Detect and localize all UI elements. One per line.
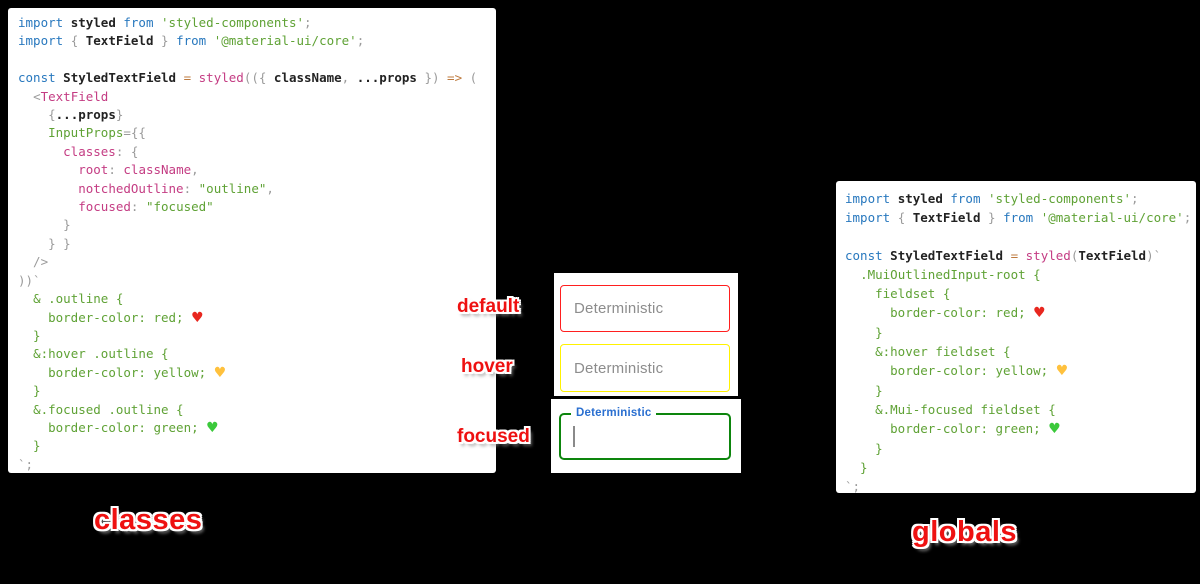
- code-line: classes: {: [63, 143, 139, 159]
- code-line: }: [18, 217, 71, 233]
- heart-icon: ♥: [206, 419, 219, 436]
- code-line: {...props}: [48, 107, 124, 123]
- caption-classes: classes: [94, 504, 203, 536]
- code-panel-classes: import styled from 'styled-components'; i…: [8, 8, 496, 473]
- code-line: import { TextField } from '@material-ui/…: [18, 33, 365, 49]
- code-line: <TextField: [33, 88, 109, 104]
- textfield-demo-card-bottom: Deterministic: [551, 399, 741, 473]
- code-line: const StyledTextField = styled(TextField…: [845, 248, 1162, 263]
- code-line: `;: [845, 479, 861, 494]
- code-line: />: [18, 254, 49, 270]
- code-line: border-color: red; ♥: [890, 305, 1046, 321]
- code-line: focused: "focused": [78, 199, 214, 215]
- code-line: &.Mui-focused fieldset {: [875, 402, 1056, 417]
- code-line: &.focused .outline {: [33, 401, 184, 417]
- heart-icon: ♥: [213, 364, 227, 381]
- code-line: fieldset {: [875, 286, 951, 301]
- textfield-floating-label: Deterministic: [571, 407, 657, 419]
- textfield-default[interactable]: Deterministic: [560, 285, 730, 332]
- caption-globals: globals: [912, 516, 1018, 548]
- code-line: import { TextField } from '@material-ui/…: [845, 210, 1192, 225]
- code-line: } }: [18, 235, 71, 251]
- code-line: & .outline {: [33, 291, 124, 307]
- code-line: }: [845, 325, 883, 340]
- code-line: border-color: green; ♥: [890, 421, 1061, 437]
- textfield-focused[interactable]: Deterministic: [559, 407, 731, 460]
- code-line: .MuiOutlinedInput-root {: [860, 267, 1041, 282]
- code-line: }: [845, 441, 883, 456]
- text-caret: [573, 426, 575, 447]
- code-line: notchedOutline: "outline",: [78, 180, 274, 196]
- code-line: [845, 227, 1196, 246]
- code-line: border-color: green; ♥: [48, 419, 219, 436]
- code-line: InputProps={{: [48, 125, 146, 141]
- code-line: }: [845, 460, 868, 475]
- code-line: &:hover fieldset {: [875, 344, 1011, 359]
- code-line: [18, 51, 496, 69]
- state-label-hover: hover: [461, 356, 513, 377]
- code-panel-globals: import styled from 'styled-components'; i…: [836, 181, 1196, 494]
- heart-icon: ♥: [1033, 305, 1046, 321]
- code-line: import styled from 'styled-components';: [845, 191, 1139, 206]
- code-line: }: [845, 383, 883, 398]
- heart-icon: ♥: [191, 309, 204, 326]
- code-line: border-color: yellow; ♥: [48, 364, 227, 381]
- code-line: }: [18, 327, 41, 343]
- textfield-demo-card-top: Deterministic Deterministic: [554, 273, 738, 396]
- textfield-placeholder: Deterministic: [574, 300, 664, 317]
- textfield-placeholder: Deterministic: [574, 359, 664, 377]
- code-line: &:hover .outline {: [33, 346, 169, 362]
- code-line: }: [18, 383, 41, 399]
- code-line: const StyledTextField = styled(({ classN…: [18, 70, 478, 86]
- code-line: border-color: yellow; ♥: [890, 363, 1069, 379]
- code-line: ))`: [18, 272, 41, 288]
- state-label-focused: focused: [457, 426, 530, 447]
- heart-icon: ♥: [1048, 421, 1061, 437]
- code-line: border-color: red; ♥: [48, 309, 204, 326]
- textfield-hover[interactable]: Deterministic: [560, 344, 730, 392]
- code-line: root: className,: [78, 162, 199, 178]
- code-line: `;: [18, 456, 34, 472]
- code-line: import styled from 'styled-components';: [18, 15, 312, 30]
- code-line: }: [18, 438, 41, 454]
- state-label-default: default: [457, 296, 520, 317]
- heart-icon: ♥: [1055, 363, 1069, 379]
